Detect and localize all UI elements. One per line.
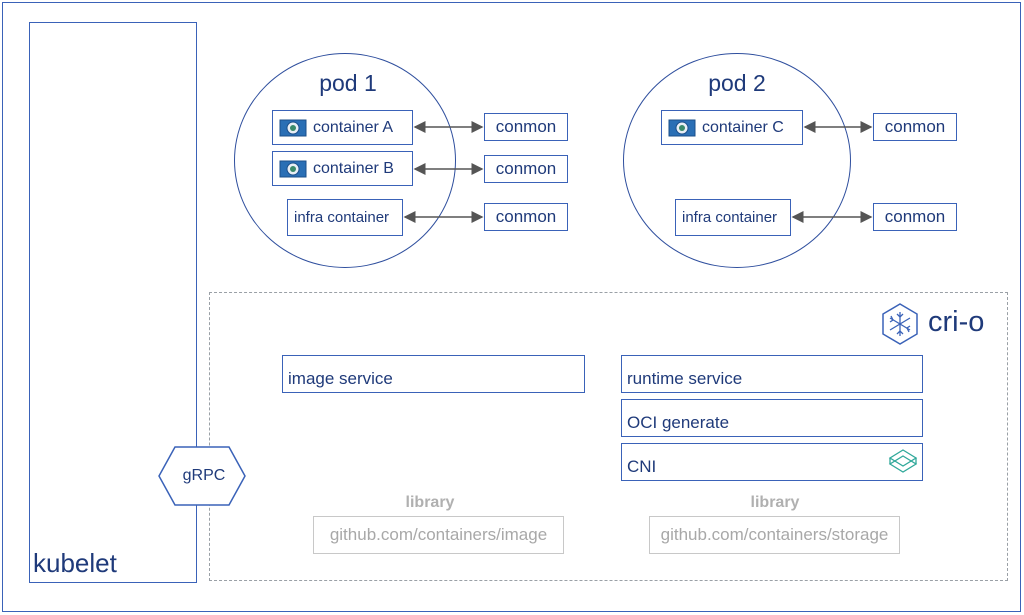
crio-logo-text: cri-o — [928, 306, 985, 338]
container-icon — [668, 119, 696, 136]
conmon-label: conmon — [495, 159, 557, 178]
cni-label: CNI — [627, 457, 657, 476]
conmon-label: conmon — [884, 117, 946, 136]
runtime-service-label: runtime service — [627, 369, 743, 388]
conmon-label: conmon — [495, 207, 557, 226]
conmon-box: conmon — [484, 155, 568, 183]
cni-box: CNI — [621, 443, 923, 481]
image-service-box: image service — [282, 355, 585, 393]
container-b-label: container B — [313, 159, 394, 177]
container-a-box: container A — [272, 110, 413, 145]
grpc-label: gRPC — [182, 467, 226, 484]
container-c-box: container C — [661, 110, 803, 145]
conmon-box: conmon — [484, 203, 568, 231]
container-c-label: container C — [702, 118, 784, 136]
container-a-label: container A — [313, 118, 394, 136]
conmon-box: conmon — [873, 203, 957, 231]
kubelet-label: kubelet — [33, 548, 117, 578]
runtime-service-box: runtime service — [621, 355, 923, 393]
conmon-label: conmon — [884, 207, 946, 226]
pod-2-infra-container: infra container — [675, 199, 791, 236]
container-icon — [279, 119, 307, 136]
library-image-label: github.com/containers/image — [329, 525, 548, 544]
conmon-box: conmon — [484, 113, 568, 141]
oci-generate-box: OCI generate — [621, 399, 923, 437]
infra-container-label: infra container — [682, 209, 778, 226]
crio-area — [209, 292, 1008, 581]
infra-container-label: infra container — [294, 209, 390, 226]
image-service-label: image service — [288, 369, 393, 388]
library-storage-label: github.com/containers/storage — [660, 525, 889, 544]
library-image-box: github.com/containers/image — [313, 516, 564, 554]
conmon-box: conmon — [873, 113, 957, 141]
pod-1-infra-container: infra container — [287, 199, 403, 236]
conmon-label: conmon — [495, 117, 557, 136]
pod-2-title: pod 2 — [708, 70, 766, 96]
library-storage-box: github.com/containers/storage — [649, 516, 900, 554]
pod-1-title: pod 1 — [319, 70, 377, 96]
library-title: library — [750, 494, 800, 511]
library-title: library — [405, 494, 455, 511]
oci-generate-label: OCI generate — [627, 413, 730, 432]
container-b-box: container B — [272, 151, 413, 186]
container-icon — [279, 160, 307, 177]
